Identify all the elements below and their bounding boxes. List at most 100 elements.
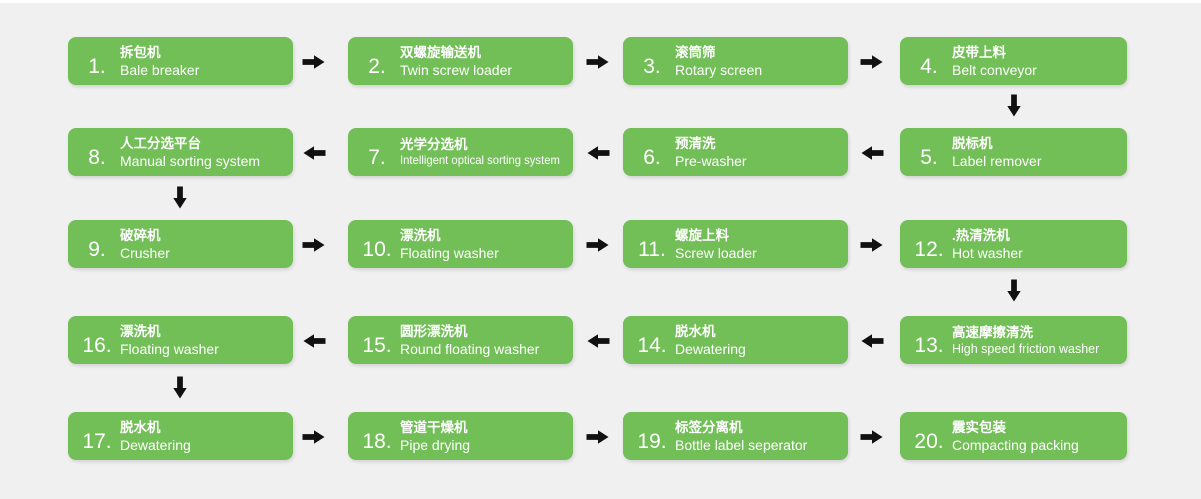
flow-step-11: 11. 螺旋上料 Screw loader [623,220,848,268]
step-9-title-zh: 破碎机 [120,227,161,243]
arrow-right-icon [303,429,326,445]
flow-step-17: 17. 脱水机 Dewatering [68,412,293,460]
step-8-title-zh: 人工分选平台 [120,135,201,151]
flow-step-19: 19. 标签分离机 Bottle label seperator [623,412,848,460]
flow-step-3: 3. 滚筒筛 Rotary screen [623,37,848,85]
flow-step-8: 8. 人工分选平台 Manual sorting system [68,128,293,176]
step-7-title-zh: 光学分选机 [400,136,468,152]
step-2-title-en: Twin screw loader [400,62,513,79]
arrow-left-icon [587,145,610,161]
step-7-number: 7. [368,146,386,169]
step-10-title-zh: 漂洗机 [400,227,441,243]
step-8-number: 8. [88,146,106,169]
flow-step-20: 20. 震实包装 Compacting packing [900,412,1127,460]
step-18-title-en: Pipe drying [400,437,471,454]
step-17-number: 17. [82,430,112,453]
step-16-title-zh: 漂洗机 [120,323,161,339]
step-13-title-en: High speed friction washer [952,342,1100,357]
flow-step-7: 7. 光学分选机 Intelligent optical sorting sys… [348,128,573,176]
step-6-title-en: Pre-washer [675,153,747,170]
flow-step-6: 6. 预清洗 Pre-washer [623,128,848,176]
step-11-title-en: Screw loader [675,245,757,262]
flow-step-14: 14. 脱水机 Dewatering [623,316,848,364]
step-3-number: 3. [643,55,661,78]
step-11-number: 11. [638,238,666,261]
arrow-left-icon [861,333,884,349]
step-17-title-zh: 脱水机 [120,419,161,435]
arrow-down-icon [1006,95,1022,118]
step-15-number: 15. [362,334,392,357]
step-20-title-en: Compacting packing [952,437,1079,454]
step-4-number: 4. [920,55,938,78]
step-14-number: 14. [637,334,667,357]
step-1-text: 拆包机 Bale breaker [120,43,199,80]
arrow-right-icon [587,54,610,70]
step-7-title-en: Intelligent optical sorting system [400,153,560,168]
step-15-title-zh: 圆形漂洗机 [400,323,468,339]
step-13-title-zh: 高速摩擦清洗 [952,324,1033,340]
step-10-title-en: Floating washer [400,245,499,262]
flow-step-12: 12. .热清洗机 Hot washer [900,220,1127,268]
flow-step-9: 9. 破碎机 Crusher [68,220,293,268]
step-10-number: 10. [362,238,392,261]
flow-step-2: 2. 双螺旋输送机 Twin screw loader [348,37,573,85]
step-20-title-zh: 震实包装 [952,419,1006,435]
step-1-title-en: Bale breaker [120,62,200,79]
step-15-title-en: Round floating washer [400,341,540,358]
step-20-text: 震实包装 Compacting packing [952,418,1079,455]
step-11-text: 螺旋上料 Screw loader [675,226,757,263]
flow-step-16: 16. 漂洗机 Floating washer [68,316,293,364]
step-6-title-zh: 预清洗 [675,135,716,151]
step-3-title-en: Rotary screen [675,62,763,79]
step-13-number: 13. [914,334,944,357]
arrow-left-icon [861,145,884,161]
step-12-title-zh: .热清洗机 [952,227,1010,243]
step-16-number: 16. [82,334,112,357]
step-19-title-zh: 标签分离机 [675,419,743,435]
step-2-number: 2. [368,55,386,78]
flow-step-13: 13. 高速摩擦清洗 High speed friction washer [900,316,1127,364]
flow-step-15: 15. 圆形漂洗机 Round floating washer [348,316,573,364]
step-9-number: 9. [88,238,106,261]
arrow-right-icon [587,237,610,253]
step-4-title-zh: 皮带上料 [952,44,1006,60]
step-6-text: 预清洗 Pre-washer [675,134,747,171]
arrow-left-icon [587,333,610,349]
step-19-title-en: Bottle label seperator [675,437,808,454]
step-5-text: 脱标机 Label remover [952,134,1042,171]
step-19-text: 标签分离机 Bottle label seperator [675,418,807,455]
step-5-number: 5. [920,146,938,169]
step-14-text: 脱水机 Dewatering [675,322,746,359]
flow-step-5: 5. 脱标机 Label remover [900,128,1127,176]
step-15-text: 圆形漂洗机 Round floating washer [400,322,539,359]
step-13-text: 高速摩擦清洗 High speed friction washer [952,323,1099,358]
step-16-text: 漂洗机 Floating washer [120,322,219,359]
step-2-title-zh: 双螺旋输送机 [400,44,481,60]
step-17-text: 脱水机 Dewatering [120,418,191,455]
arrow-right-icon [303,54,326,70]
step-18-number: 18. [362,430,392,453]
step-20-number: 20. [914,430,944,453]
step-3-text: 滚筒筛 Rotary screen [675,43,762,80]
flow-step-18: 18. 管道干燥机 Pipe drying [348,412,573,460]
step-8-title-en: Manual sorting system [120,153,261,170]
step-9-text: 破碎机 Crusher [120,226,170,263]
step-18-title-zh: 管道干燥机 [400,419,468,435]
step-12-text: .热清洗机 Hot washer [952,226,1023,263]
arrow-left-icon [303,145,326,161]
step-14-title-en: Dewatering [675,341,746,358]
step-14-title-zh: 脱水机 [675,323,716,339]
step-10-text: 漂洗机 Floating washer [400,226,499,263]
step-3-title-zh: 滚筒筛 [675,44,716,60]
flow-step-1: 1. 拆包机 Bale breaker [68,37,293,85]
step-1-title-zh: 拆包机 [120,44,161,60]
step-8-text: 人工分选平台 Manual sorting system [120,134,260,171]
step-12-title-en: Hot washer [952,245,1023,262]
step-2-text: 双螺旋输送机 Twin screw loader [400,43,512,80]
arrow-down-icon [172,377,188,400]
step-18-text: 管道干燥机 Pipe drying [400,418,470,455]
step-4-title-en: Belt conveyor [952,62,1037,79]
step-9-title-en: Crusher [120,245,170,262]
step-7-text: 光学分选机 Intelligent optical sorting system [400,135,570,169]
